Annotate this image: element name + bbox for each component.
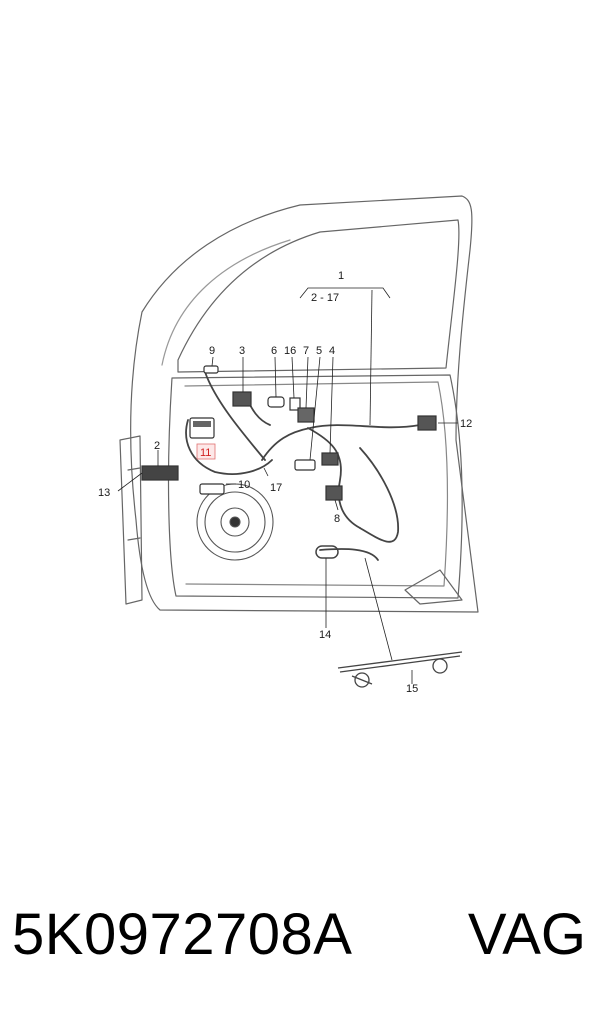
callout-14: 14 [319, 629, 331, 641]
callout-7: 7 [303, 345, 309, 357]
cable-15 [337, 651, 463, 688]
callout-15: 15 [406, 683, 418, 695]
connector-12 [417, 415, 437, 431]
grommet [315, 545, 339, 559]
callout-3: 3 [239, 345, 245, 357]
connector-16 [289, 397, 301, 411]
connector-5 [294, 459, 316, 471]
callout-6: 6 [271, 345, 277, 357]
callout-1-range: 2 - 17 [311, 292, 339, 304]
module-10 [199, 483, 225, 495]
callout-1: 1 [338, 270, 344, 282]
connector-6 [267, 396, 285, 408]
callout-17: 17 [270, 482, 282, 494]
part-number: 5K0972708A [12, 902, 353, 967]
window-frame [177, 219, 460, 373]
callout-5: 5 [316, 345, 322, 357]
callout-13: 13 [98, 487, 110, 499]
connector-3 [232, 391, 252, 407]
callout-11: 11 [200, 447, 211, 459]
brand-label: VAG [467, 902, 586, 967]
footer: 5K0972708A VAG [0, 890, 600, 980]
connector-4 [321, 452, 339, 466]
connector-7 [297, 407, 315, 423]
door-wiring-diagram: 1 2 - 17 9 3 6 16 7 5 4 12 2 11 17 10 13… [98, 195, 479, 695]
speaker [196, 483, 274, 561]
connector-8 [325, 485, 343, 501]
callout-2: 2 [154, 440, 160, 452]
callout-4: 4 [329, 345, 335, 357]
wiring-harness [185, 371, 421, 561]
connectors [141, 365, 437, 501]
callout-11-box [196, 443, 216, 460]
connector-9 [203, 365, 219, 374]
door-outer-frame [130, 195, 479, 613]
callout-9: 9 [209, 345, 215, 357]
callout-8: 8 [334, 513, 340, 525]
callout-16: 16 [284, 345, 296, 357]
callout-12: 12 [460, 418, 472, 430]
module-2 [141, 465, 179, 481]
leader-lines [117, 287, 458, 684]
callout-10: 10 [238, 479, 250, 491]
